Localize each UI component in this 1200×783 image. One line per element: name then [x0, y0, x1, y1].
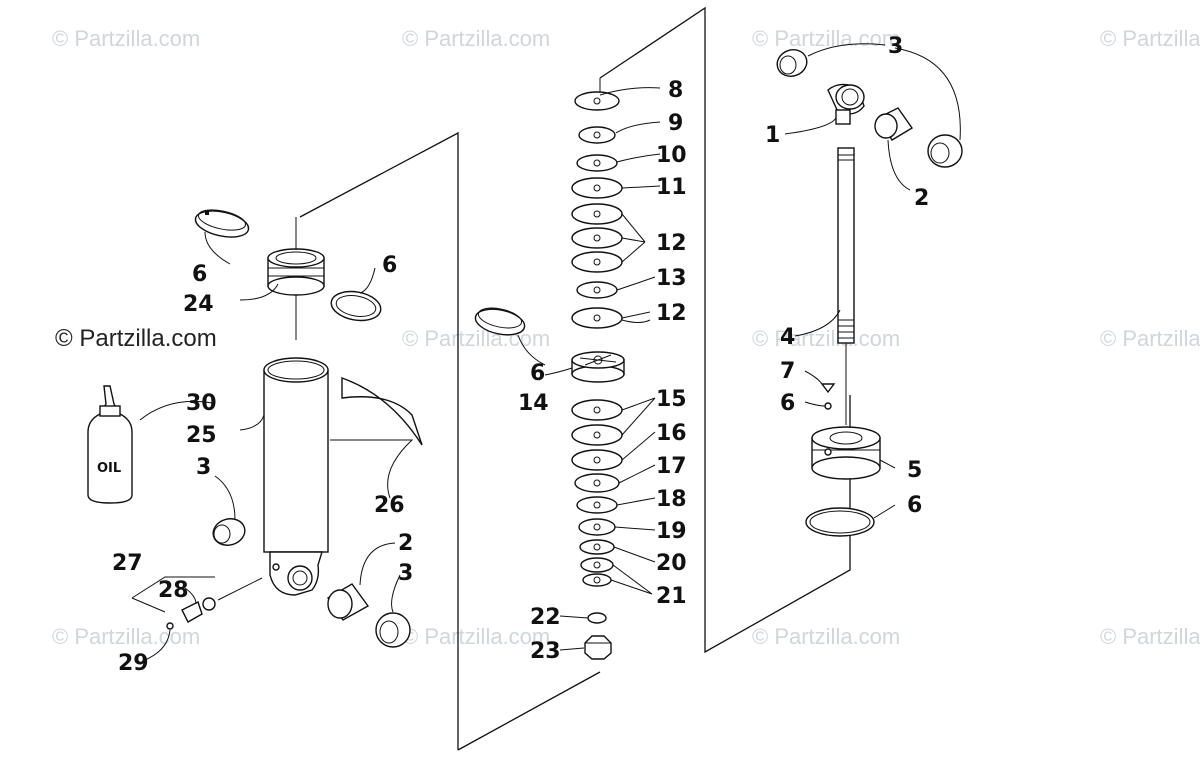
- part-piston-14: [571, 351, 625, 383]
- callout-20: 20: [656, 551, 687, 576]
- watermark: © Partzilla.com: [1100, 26, 1200, 51]
- part-bushing-3-right: [927, 134, 963, 168]
- part-cap-24: [267, 248, 325, 296]
- callout-6-stack: 6: [530, 361, 545, 386]
- callout-22: 22: [530, 605, 561, 630]
- callout-17: 17: [656, 454, 687, 479]
- callout-3-lower: 3: [398, 561, 413, 586]
- callout-16: 16: [656, 421, 687, 446]
- oil-label: OIL: [97, 461, 121, 476]
- watermark: © Partzilla.com: [52, 26, 201, 51]
- part-ring-6-middle: [330, 290, 382, 322]
- watermark: © Partzilla.com: [1100, 326, 1200, 351]
- callout-18: 18: [656, 487, 687, 512]
- callout-25: 25: [186, 423, 217, 448]
- callout-24: 24: [183, 292, 214, 317]
- part-bushing-3-right-top: [776, 49, 808, 77]
- callout-5: 5: [907, 458, 922, 483]
- part-oring-6-small: [824, 402, 832, 410]
- part-ring-6-stack: [474, 307, 526, 336]
- part-ring-6-left: [194, 209, 250, 238]
- callout-12b: 12: [656, 301, 687, 326]
- left-panel-outline: [299, 131, 459, 750]
- callout-7: 7: [780, 359, 795, 384]
- watermark: © Partzilla.com: [402, 624, 551, 649]
- callout-19: 19: [656, 519, 687, 544]
- callout-30: 30: [186, 391, 217, 416]
- watermark: © Partzilla.com: [402, 26, 551, 51]
- callout-21: 21: [656, 584, 687, 609]
- callout-14: 14: [518, 391, 549, 416]
- callout-2-right: 2: [914, 186, 929, 211]
- callout-23: 23: [530, 639, 561, 664]
- shim-stack: [571, 91, 623, 329]
- callout-29: 29: [118, 651, 149, 676]
- part-shaft-4: [837, 147, 855, 344]
- watermark: © Partzilla.com: [52, 624, 201, 649]
- callout-1: 1: [765, 123, 780, 148]
- callout-12: 12: [656, 231, 687, 256]
- leader-lines: [139, 43, 961, 661]
- callout-6-middle: 6: [382, 253, 397, 278]
- part-oring-6-bottom: [805, 507, 875, 537]
- part-eyelet-1: [827, 83, 865, 125]
- part-label-26: [341, 377, 423, 446]
- part-bushing-3-lower: [375, 612, 411, 648]
- callout-15: 15: [656, 387, 687, 412]
- callout-10: 10: [656, 143, 687, 168]
- part-washer-22: [587, 612, 607, 624]
- watermark: © Partzilla.com: [752, 26, 901, 51]
- callout-9: 9: [668, 111, 683, 136]
- watermark: © Partzilla.com: [752, 326, 901, 351]
- watermark: © Partzilla.com: [402, 326, 551, 351]
- part-bushing-2-left: [326, 583, 370, 621]
- callout-6-left: 6: [192, 262, 207, 287]
- part-nut-23: [584, 635, 612, 660]
- callout-26: 26: [374, 493, 405, 518]
- callout-27: 27: [112, 551, 143, 576]
- callout-labels: 8 9 10 11 12 13 12 14 15 16 17 18 19 20 …: [112, 34, 929, 676]
- part-head-5: [811, 426, 881, 480]
- callout-11: 11: [656, 175, 687, 200]
- callout-13: 13: [656, 266, 687, 291]
- part-body-25: [263, 357, 329, 596]
- callout-4: 4: [780, 325, 795, 350]
- left-panel-outline: [457, 671, 601, 751]
- callout-3-left: 3: [196, 455, 211, 480]
- callout-28: 28: [158, 578, 189, 603]
- part-valve-assembly-27: [131, 576, 263, 630]
- brand-text: © Partzilla.com: [55, 325, 217, 352]
- shim-stack-lower: [571, 399, 623, 587]
- part-oil-bottle-30: OIL: [87, 385, 133, 504]
- part-bushing-3-left: [212, 518, 246, 546]
- callout-6-bottom: 6: [907, 493, 922, 518]
- callout-6-small: 6: [780, 391, 795, 416]
- watermark: © Partzilla.com: [1100, 624, 1200, 649]
- callout-8: 8: [668, 78, 683, 103]
- callout-2-left: 2: [398, 531, 413, 556]
- callout-3-right: 3: [888, 34, 903, 59]
- part-bushing-2-right: [874, 107, 914, 141]
- part-screw-7: [820, 383, 836, 394]
- watermark: © Partzilla.com: [752, 624, 901, 649]
